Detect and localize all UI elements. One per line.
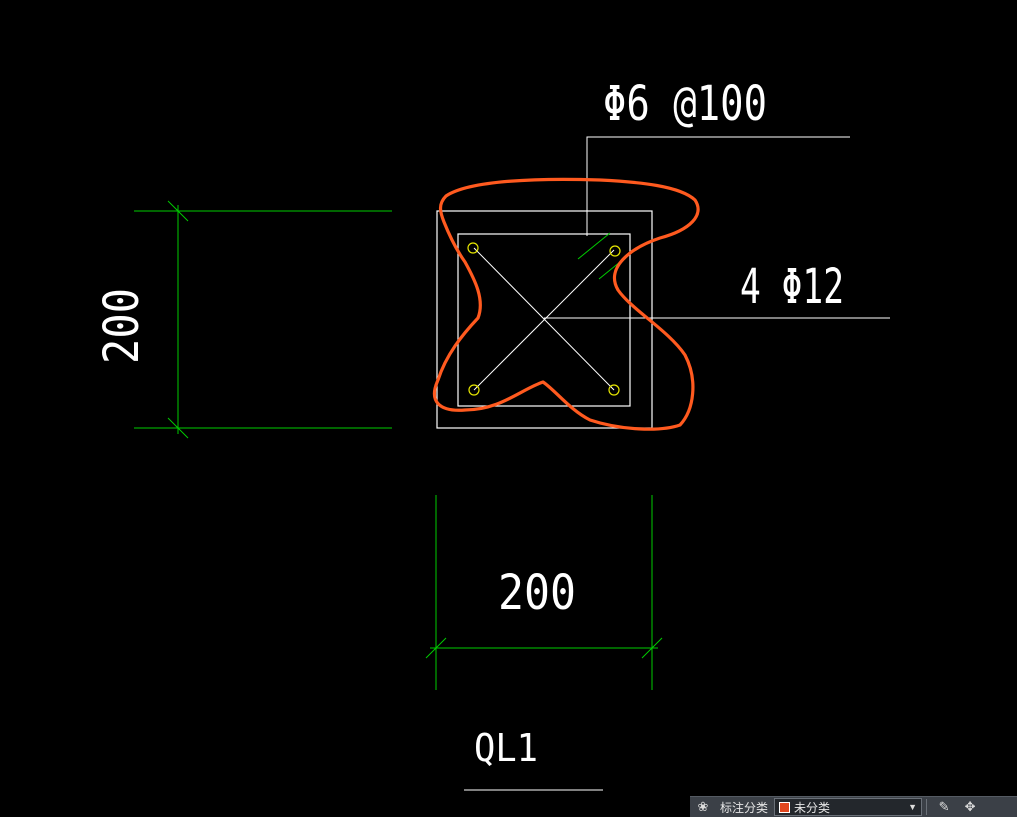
dim-v-tick-bottom [167,417,189,439]
markup-outline [432,177,700,431]
rebar-dot-tl [467,242,479,254]
stirrup [457,233,631,407]
stirrup-leader [586,136,850,236]
hook-tick-1 [577,232,611,260]
move-icon[interactable]: ✥ [964,799,976,814]
cross-tie-1 [473,247,615,391]
rebar-dot-br [608,384,620,396]
dim-h-tick-right [641,637,663,659]
section-name: QL1 [474,726,538,770]
dim-horizontal-text: 200 [498,565,576,621]
rebar-dot-bl [468,384,480,396]
dim-v-tick-top [167,200,189,222]
category-selected-value: 未分类 [794,800,831,815]
stirrup-label: Φ6 @100 [603,76,767,132]
dim-vertical-text: 200 [94,288,150,364]
section-outline [436,210,653,429]
bar-label: 4 Φ12 [740,259,844,315]
annotation-category-label: 标注分类 [720,800,769,815]
group-icon[interactable]: ❀ [697,799,709,814]
dim-h-tick-left [425,637,447,659]
annotation-category-select[interactable]: 未分类 ▼ [774,798,923,816]
toolbar-divider [926,799,928,815]
annotation-toolbar: ❀ 标注分类 未分类 ▼ ✎ ✥ [690,796,1017,817]
category-color-swatch [779,801,791,813]
chevron-down-icon: ▼ [908,802,918,812]
rebar-dot-tr [609,245,621,257]
cross-tie-2 [473,249,615,391]
edit-icon[interactable]: ✎ [938,799,950,814]
